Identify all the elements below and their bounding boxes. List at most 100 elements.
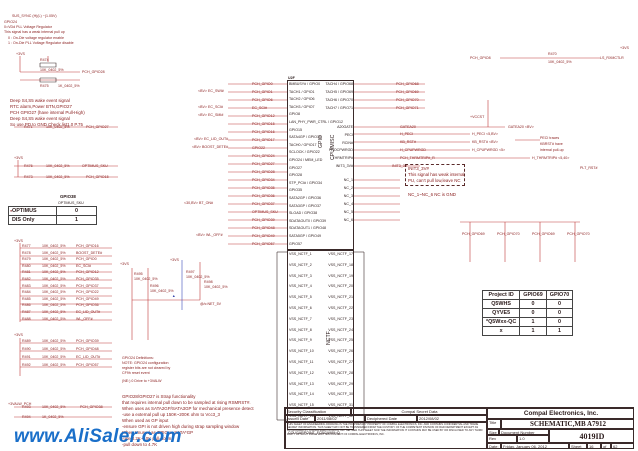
gpio38-table: OPTIMUS 0 DIS Only 1 [8, 206, 97, 225]
header-note-opt-a: 0 : On-Die voltage regulator enable [8, 36, 64, 40]
resistor-value: 10K_0402_5% [42, 347, 66, 351]
rail-label-3vs-d: +3VS [14, 333, 23, 337]
table-row: OPTIMUS 0 [8, 206, 97, 216]
header-note-line3: 0=VDd PLL Voltage Regulator [4, 25, 52, 29]
resistor-net: PCH_GPIO22 [76, 290, 99, 295]
r476-net: OPTIMUS_SKU [82, 164, 108, 168]
ic-nctf-pin-right: VSS_NCTF_21 [328, 295, 353, 300]
ic-pin-right: A20GATE [337, 125, 353, 129]
ic-nctf-pin-left: VSS_NCTF_1 [289, 252, 312, 256]
ic-nctf-pin-left: VSS_NCTF_7 [289, 316, 312, 321]
ic-pin-right: TACH6 / GPIO70 [325, 98, 354, 102]
top-right-dest: LS_RXMCTLR [600, 56, 624, 60]
gpio-net-label: OPTIMUS_SKU [252, 210, 278, 214]
gpio24-note-3: register bits are not cleared by [122, 366, 171, 370]
left-note-5: So use PD to GND Check list1.0 P.75 [10, 122, 83, 127]
gpio-net-label: PCH_GPIO17 [252, 138, 275, 142]
gpio-net-label: PCH_GPIO27 [252, 162, 275, 166]
ic-nctf-pin-left: VSS_NCTF_8 [289, 327, 312, 332]
legal-notice: THIS SHEET OF ENGINEERING DRAWING IS THE… [285, 422, 487, 449]
r471-net: PCH_GPIO27 [86, 125, 109, 129]
ic-pin-left: SCLOCK / GPIO22 [289, 150, 320, 155]
bottom-note-5: When used as GP input [122, 418, 169, 423]
resistor-net: PCH_GPIO12 [76, 270, 99, 275]
ic-pin-right: PROCPWRGD [328, 148, 353, 153]
watermark-text: www.AliSaler.com [14, 426, 182, 447]
project-cell: Q5WHS [481, 299, 521, 309]
rm2-ref: R496 [150, 284, 159, 288]
net-thrmtrip: H_THRMTRIP# <5,40> [532, 156, 570, 160]
project-id-table: Project ID GPIO69 GPIO70 Q5WHS 0 0 QYVE5… [481, 290, 574, 336]
ic-nctf-pin-left: VSS_NCTF_3 [289, 273, 312, 278]
note-thrm: PLT_RST# [580, 166, 598, 170]
left-note-4: Deep S4,S5 wake event signal [10, 116, 70, 121]
top-resistor-r474-net: PCH_GPIO28 [82, 70, 105, 74]
net-cpupwrgd: H_CPUPWRGD <5> [472, 148, 506, 152]
gpio38-table-sub: OPTIMUS_SKU [58, 201, 84, 205]
net-gatea20: GATEA20 [400, 125, 416, 129]
r494-value: 1K_0402_5% [42, 415, 64, 419]
ic-nctf-pin-left: VSS_NCTF_5 [289, 295, 312, 300]
gpio-net-label: EC_SCI# [252, 106, 267, 110]
gpio38-row-label: OPTIMUS [8, 206, 57, 216]
rail-label-3vs-e: +3VS [120, 262, 129, 266]
ic-nctf-pin-right: VSS_NCTF_31 [328, 403, 353, 408]
ic-pin-right: NC_1 [343, 178, 353, 182]
ic-nctf-pin-left: VSS_NCTF_14 [289, 392, 314, 397]
table-row: Project ID GPIO69 GPIO70 [481, 290, 574, 300]
bottom-note-3: When uses as SATA2GP/SATA3GP for mechani… [122, 406, 254, 411]
resistor-net: PCH_GPIO48 [76, 347, 99, 351]
gpio-net-label: PCH_GPIO24 [252, 154, 275, 158]
rail-label-3vs-a: +3VS [16, 52, 25, 56]
security-value: Compal Secret Data [351, 408, 487, 415]
ic-nctf-pin-right: VSS_NCTF_19 [328, 273, 353, 278]
ic-nctf-pin-right: VSS_NCTF_22 [328, 306, 353, 310]
transistor-icon: ▲ [172, 294, 176, 298]
net-peci-cpu: H_PECI <5,BV> [472, 132, 498, 136]
ic-pin-left: TACH0 / GPIO17 [289, 142, 317, 147]
net-gpio68: PCH_GPIO68 [396, 82, 419, 86]
ic-pin-left: LAN_PHY_PWR_CTRL / GPIO12 [289, 120, 343, 124]
gpio-net-label: PCH_GPIO1 [252, 90, 273, 94]
left-note-2: RTC alarm,Power BTN,GPIO27 [10, 104, 72, 109]
table-row: DIS Only 1 [8, 215, 97, 225]
ic-pin-right: NC_2 [343, 186, 353, 190]
company-name: Compal Electronics, Inc. [487, 408, 634, 419]
resistor-ref: R490 [22, 347, 31, 351]
resistor-value: 10K_0402_5% [42, 355, 66, 359]
ic-pin-left: TACH1 / GPIO1 [289, 89, 315, 94]
ic-pin-left: SATA3GP / GPIO37 [289, 203, 321, 208]
resistor-ref: R481 [22, 270, 31, 275]
sheet-value: 16 [587, 443, 601, 449]
gpio24-note-5: (NE:) 0 Drive to +3VALW [122, 379, 162, 383]
ic-nctf-pin-left: VSS_NCTF_15 [289, 403, 314, 408]
ic-nctf-pin-right: VSS_NCTF_18 [328, 262, 353, 267]
r-gpio69-label: PCH_GPIO69 [462, 232, 485, 236]
resistor-value: 10K_0402_5% [42, 257, 66, 262]
gpio24-note-2: NOTE: GPIO24 configuration [122, 361, 169, 365]
resistor-value: 10K_0402_5% [42, 310, 66, 314]
r473-ref: R473 [24, 175, 33, 179]
header-note-line2: GPIO24 [4, 20, 17, 24]
title-block: Security Classification Compal Secret Da… [284, 407, 634, 449]
gpio-net-label: PCH_GPIO16 [252, 130, 275, 134]
gpio-net-label: PCH_GPIO48 [252, 226, 275, 230]
ic-nctf-pin-right: VSS_NCTF_28 [328, 370, 353, 375]
top-resistor-r474-value: 10K_0402_5% [40, 68, 64, 72]
ic-nctf-pin-right: VSS_NCTF_23 [328, 316, 353, 321]
ic-pin-left: GPIO15 [289, 127, 302, 132]
resistor-ref: R478 [22, 250, 31, 255]
resistor-value: 10K_0402_5% [42, 339, 66, 343]
resistor-net: EC_LID_OUT# [76, 310, 101, 314]
ic-pin-left: GPIO27 [289, 165, 302, 170]
gpio-net-label: PCH_GPIO34 [252, 178, 275, 182]
gpio38-row-label: DIS Only [8, 215, 57, 225]
top-right-net: PCH_GPIO8 [470, 56, 491, 60]
ic-part-number: COUGARPOINT_FCBGA989~D [288, 431, 340, 435]
net-gpio71: PCH_GPIO71 [396, 106, 419, 110]
resistor-value: 10K_0402_5% [42, 303, 66, 308]
resistor-ref: R487 [22, 310, 31, 314]
ic-pin-right: TACH4 / GPIO68 [325, 82, 354, 86]
ic-pin-left: SLOAD / GPIO38 [289, 211, 318, 216]
